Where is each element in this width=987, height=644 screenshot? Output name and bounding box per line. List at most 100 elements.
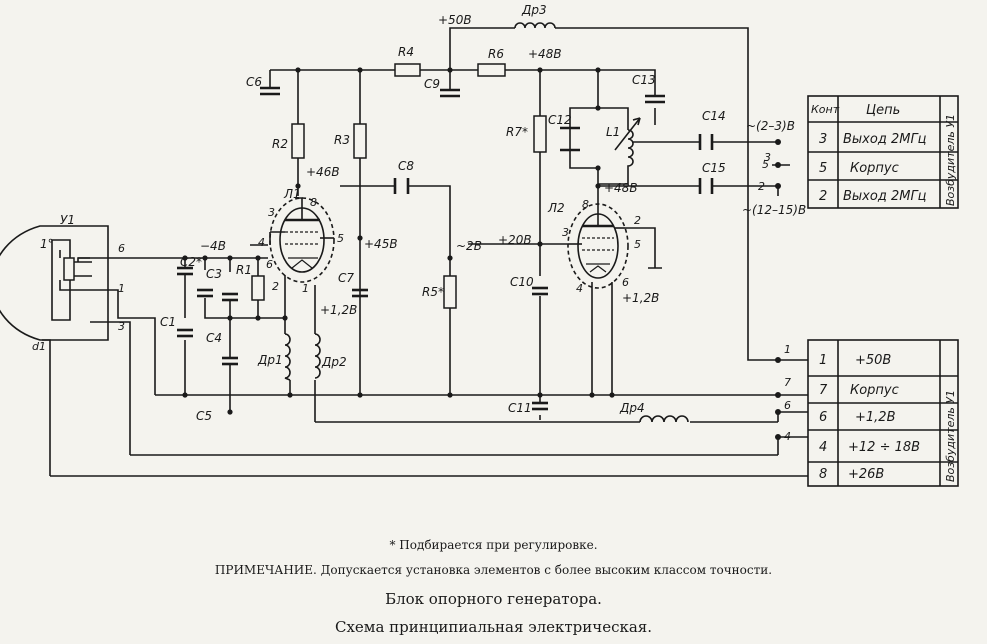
label-c5: C5 [196,409,212,423]
terminal-bottom-row-1-circuit: Корпус [850,383,899,398]
resistor-r6 [477,63,506,77]
voltage-minus-4v: −4В [200,239,226,253]
label-l1-pin-6: 6 [266,258,273,271]
label-c3: C3 [206,267,222,281]
label-l2-pin-2: 2 [634,214,641,227]
tube-l1 [269,197,335,283]
resistor-r2 [291,123,305,159]
resistor-r5 [443,275,457,309]
label-r6: R6 [488,47,504,61]
label-l1-pin-3: 3 [268,206,275,219]
capacitor-c13 [645,94,665,104]
capacitor-c12 [560,126,580,152]
terminal-bottom-wire-4: 4 [784,430,791,443]
label-l1-pin-2: 2 [272,280,279,293]
voltage-1-2v-left: +1,2В [320,303,357,317]
voltage-50v: +50В [438,13,472,27]
label-c4: C4 [206,331,222,345]
capacitor-c3 [197,288,213,298]
capacitor-c2 [177,266,193,296]
terminal-top-header-circuit: Цепь [866,103,900,118]
choke-dr3 [514,22,556,29]
label-r5: R5* [422,285,444,299]
label-l2-pin-8: 8 [582,198,589,211]
voltage-48v-top: +48В [528,47,562,61]
label-l2-pin-6: 6 [622,276,629,289]
label-l1: Л1 [283,187,301,201]
label-u1-d: d1 [32,340,46,353]
label-dr3: Др3 [521,3,547,17]
capacitor-c11 [532,401,548,411]
voltage-45v: +45В [364,237,398,251]
voltage-ac-2-3v: ~(2–3)В [746,119,795,133]
label-c12: C12 [548,113,572,127]
label-l2-pin-5: 5 [634,238,641,251]
capacitor-c9 [440,88,460,98]
scheme-title: Схема принципиальная электрическая. [334,618,653,636]
choke-dr4 [639,415,689,423]
terminal-bottom-row-3-circuit: +12 ÷ 18В [848,440,920,455]
label-r7: R7* [506,125,528,139]
label-c7: C7 [338,271,354,285]
terminal-block-bottom: 1 +50В 7 Корпус 6 +1,2В 4 +12 ÷ 18В 8 +2… [784,339,959,487]
label-dr4: Др4 [619,401,645,415]
terminal-bottom-wire-7: 7 [784,376,791,389]
label-dr2: Др2 [321,355,347,369]
terminal-top-row-2-circuit: Выход 2МГц [843,189,927,204]
terminal-block-top: Конт Цепь 3 Выход 2МГц 5 Корпус 2 Выход … [758,95,959,209]
label-r3: R3 [334,133,350,147]
tube-l2 [567,202,629,289]
capacitor-c4 [222,292,238,302]
capacitor-c6 [260,86,280,96]
circuit-schematic: Конт Цепь 3 Выход 2МГц 5 Корпус 2 Выход … [0,3,959,487]
capacitor-c14 [698,134,714,150]
capacitor-c1 [177,328,193,338]
resistor-r7 [533,115,547,153]
capacitor-c8 [393,178,410,194]
label-c11: C11 [508,401,532,415]
terminal-top-row-1-circuit: Корпус [850,161,899,176]
voltage-46v: +46В [306,165,340,179]
label-u1: У1 [60,213,75,227]
terminal-top-row-1-contact: 5 [819,161,827,176]
terminal-top-row-2-contact: 2 [819,189,827,204]
label-r4: R4 [398,45,414,59]
terminal-top-side-label: Возбудитель У1 [944,114,957,206]
label-u1-pin-3: 3 [118,320,125,333]
resistor-r1 [251,275,265,301]
label-u1-contact: 1° [40,237,54,251]
terminal-top-row-0-contact: 3 [819,132,827,147]
block-title: Блок опорного генератора. [385,590,602,608]
capacitor-c15 [698,178,714,194]
terminal-bottom-row-3-contact: 4 [819,440,827,455]
label-u1-pin-6: 6 [118,242,125,255]
terminal-bottom-side-label: Возбудитель У1 [944,390,957,482]
terminal-bottom-row-0-circuit: +50В [855,353,891,368]
choke-dr1 [284,333,291,381]
terminal-bottom-row-1-contact: 7 [819,383,828,398]
capacitors [177,86,714,411]
label-c1: C1 [160,315,176,329]
voltage-20v: +20В [498,233,532,247]
capacitor-c10 [532,286,548,296]
label-l1-pin-8: 8 [310,196,317,209]
label-r1: R1 [236,263,252,277]
label-r2: R2 [272,137,288,151]
terminal-bottom-row-4-contact: 8 [819,467,827,482]
terminal-bottom-row-4-circuit: +26В [848,467,884,482]
terminal-top-wire-5: 5 [762,158,769,171]
label-c2: C2* [180,255,202,269]
terminal-bottom-wire-6: 6 [784,399,791,412]
junctions [182,67,781,440]
voltage-ac-2v: ~2В [456,239,482,253]
inductors [284,22,689,423]
label-l2-pin-4: 4 [576,282,583,295]
label-c14: C14 [702,109,726,123]
terminal-top-header-contact: Конт [811,103,840,116]
voltage-labels: +50В +48В +48В +46В +45В −4В ~2В +20В +1… [200,13,806,317]
capacitor-c5 [222,356,238,374]
terminal-bottom-row-2-circuit: +1,2В [855,410,896,425]
label-l2-pin-3: 3 [562,226,569,239]
quartz-unit-u1 [0,225,109,341]
voltage-1-2v-right: +1,2В [622,291,659,305]
